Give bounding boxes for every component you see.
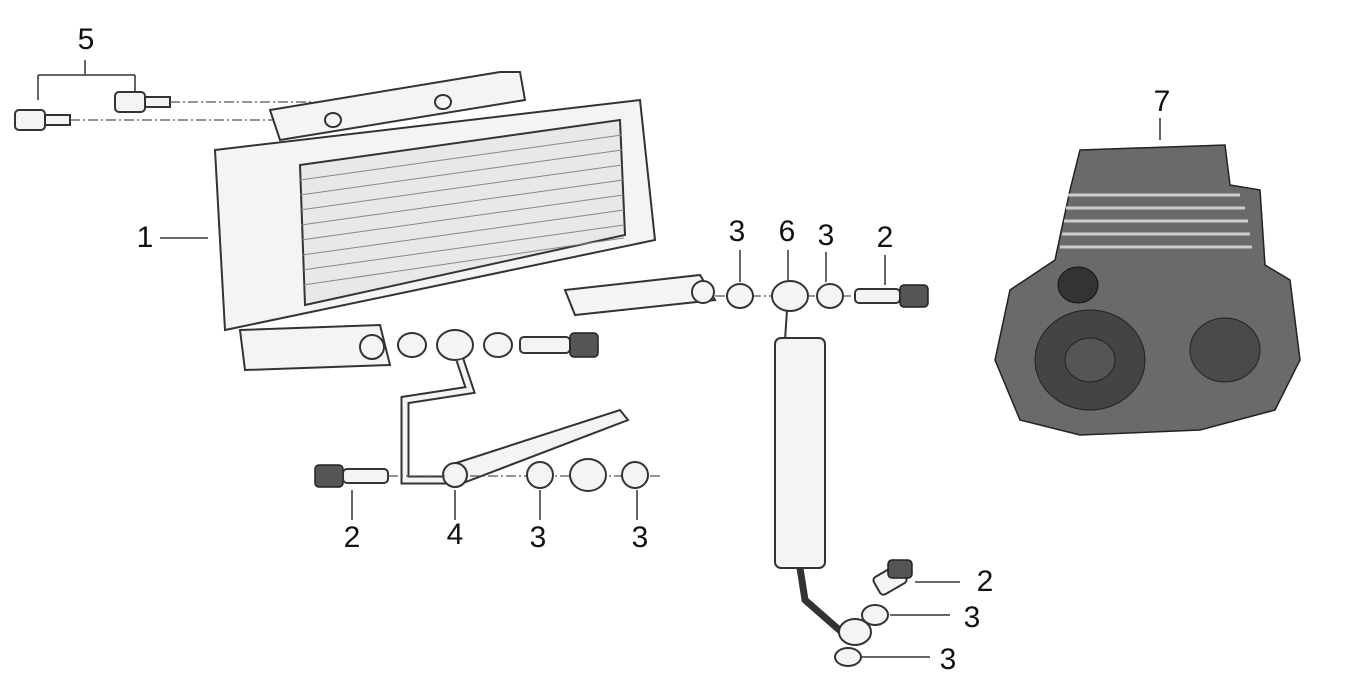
callout-1: 1 [136, 221, 154, 254]
callout-3: 3 [817, 219, 835, 252]
oil-pipe-4 [400, 358, 630, 520]
callout-3: 3 [728, 215, 746, 248]
callout-2: 2 [976, 565, 994, 598]
callout-5: 5 [77, 23, 95, 56]
callout-4: 4 [446, 518, 464, 551]
lower-fittings [314, 458, 660, 520]
callout-6: 6 [778, 215, 796, 248]
oil-pipe-6 [715, 250, 960, 667]
callout-3: 3 [631, 521, 649, 554]
callout-3: 3 [963, 601, 981, 634]
callout-2: 2 [876, 221, 894, 254]
oil-cooler-radiator [160, 71, 717, 372]
callout-2: 2 [343, 521, 361, 554]
callout-7: 7 [1153, 85, 1171, 118]
radiator-lower-fittings [397, 329, 599, 361]
callout-3: 3 [529, 521, 547, 554]
callout-3: 3 [939, 643, 957, 676]
engine-illustration [994, 118, 1301, 436]
